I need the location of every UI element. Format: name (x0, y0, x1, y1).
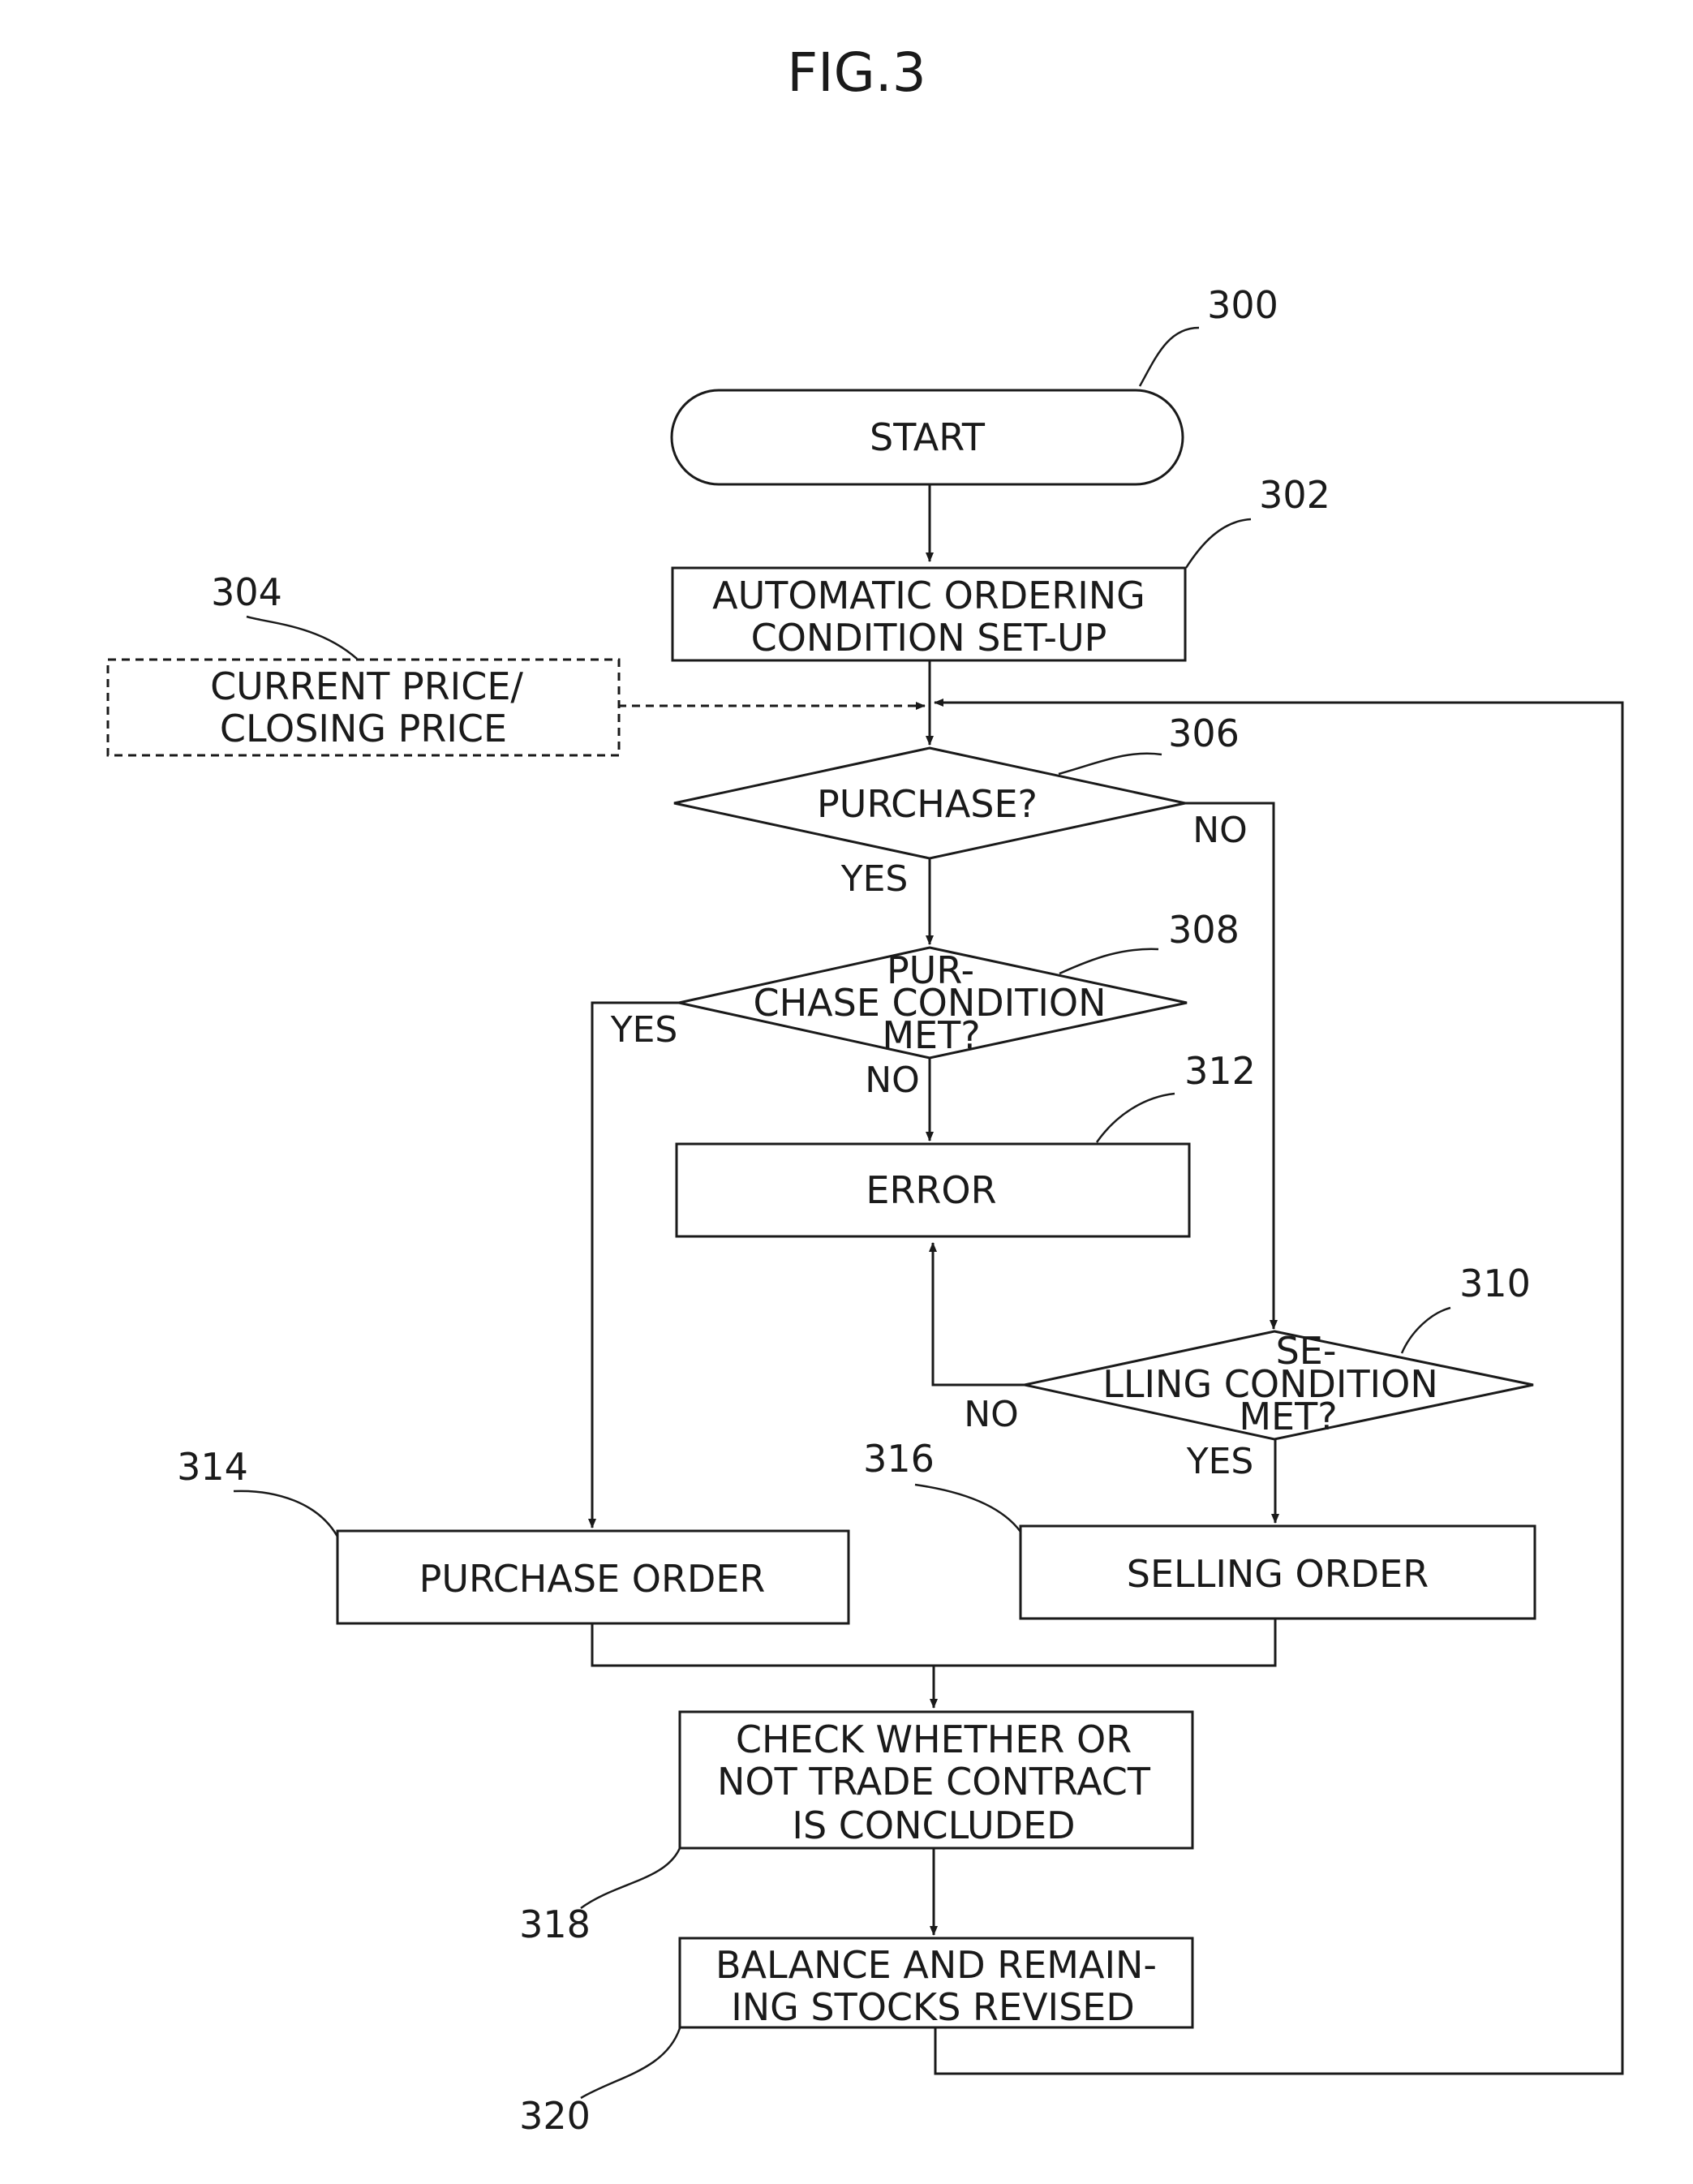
selling-condition-line-3: MET? (1239, 1395, 1337, 1438)
selling-condition-yes-label: YES (1186, 1441, 1254, 1482)
leader-314 (234, 1491, 337, 1537)
ref-300: 300 (1207, 283, 1278, 327)
check-contract-line-2: NOT TRADE CONTRACT (717, 1760, 1151, 1804)
leader-302 (1186, 519, 1251, 568)
ref-308: 308 (1168, 908, 1240, 952)
leader-300 (1140, 328, 1199, 386)
ref-314: 314 (177, 1445, 248, 1489)
balance-revised-line-1: BALANCE AND REMAIN- (715, 1943, 1157, 1987)
purchase-decision-label: PURCHASE? (817, 782, 1038, 826)
price-label-line-1: CURRENT PRICE/ (210, 664, 523, 708)
balance-revised-line-2: ING STOCKS REVISED (731, 1985, 1135, 2029)
ref-312: 312 (1184, 1049, 1256, 1093)
connector-purchase-order-merge (592, 1619, 1275, 1666)
leader-320 (581, 2028, 680, 2098)
leader-316 (915, 1485, 1021, 1532)
ref-320: 320 (519, 2094, 591, 2138)
leader-304 (247, 617, 357, 659)
ref-306: 306 (1168, 712, 1240, 755)
ref-304: 304 (211, 570, 282, 614)
leader-310 (1402, 1308, 1450, 1353)
connector-selling-cond-no (933, 1243, 1025, 1385)
purchase-condition-no-label: NO (865, 1060, 920, 1101)
check-contract-line-1: CHECK WHETHER OR (736, 1718, 1132, 1761)
setup-label-line-1: AUTOMATIC ORDERING (712, 574, 1145, 617)
ref-302: 302 (1259, 473, 1330, 517)
selling-order-label: SELLING ORDER (1127, 1552, 1429, 1596)
purchase-no-label: NO (1192, 810, 1248, 851)
purchase-condition-yes-label: YES (610, 1009, 678, 1051)
leader-306 (1059, 754, 1162, 774)
ref-316: 316 (863, 1437, 935, 1481)
leader-312 (1097, 1094, 1175, 1142)
error-label: ERROR (866, 1168, 996, 1212)
purchase-yes-label: YES (840, 858, 909, 900)
start-label: START (870, 415, 986, 459)
connector-purchase-cond-yes (592, 1003, 679, 1528)
setup-label-line-2: CONDITION SET-UP (751, 616, 1107, 660)
ref-318: 318 (519, 1902, 591, 1946)
purchase-order-label: PURCHASE ORDER (419, 1557, 766, 1601)
leader-318 (581, 1848, 680, 1908)
purchase-condition-line-3: MET? (882, 1013, 980, 1057)
ref-310: 310 (1459, 1262, 1531, 1305)
price-label-line-2: CLOSING PRICE (220, 707, 507, 750)
check-contract-line-3: IS CONCLUDED (792, 1804, 1075, 1847)
selling-condition-no-label: NO (964, 1394, 1019, 1435)
leader-308 (1059, 949, 1158, 974)
figure-title: FIG.3 (787, 41, 926, 104)
